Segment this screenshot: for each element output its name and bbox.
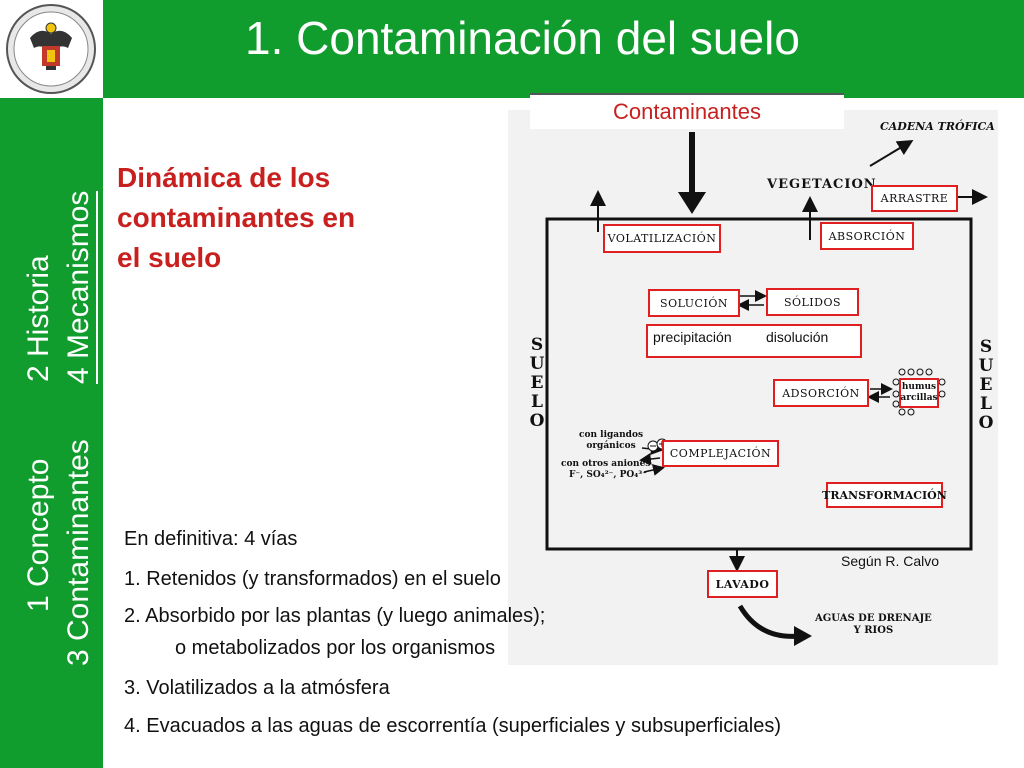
page-title: 1. Contaminación del suelo <box>245 12 800 64</box>
humus-label: humus <box>901 382 937 392</box>
arrastre-box: ARRASTRE <box>871 185 958 212</box>
complejacion-box: COMPLEJACIÓN <box>662 440 779 467</box>
volatilizacion-box: VOLATILIZACIÓN <box>603 224 721 253</box>
arcillas-label: arcillas <box>900 393 938 403</box>
section-heading: Dinámica de los contaminantes en el suel… <box>117 158 355 278</box>
aniones-label: con otros aniones F⁻, SO₄²⁻, PO₄³⁻ <box>561 459 650 481</box>
heading-line-2: contaminantes en <box>117 202 356 233</box>
list-item-2-continuation: o metabolizados por los organismos <box>175 637 496 659</box>
adsorcion-box: ADSORCIÓN <box>773 379 869 407</box>
ligandos-line-2: orgánicos <box>586 441 636 451</box>
precipitacion-label: precipitación <box>653 329 732 345</box>
contaminants-label-box: Contaminantes <box>530 93 844 129</box>
disolucion-label: disolución <box>766 329 829 345</box>
vegetacion-label: VEGETACION <box>767 177 877 192</box>
absorcion-box: ABSORCIÓN <box>820 222 914 250</box>
aniones-line-1: con otros aniones <box>561 459 651 469</box>
suelo-right-label: SUELO <box>978 337 994 433</box>
ligandos-line-1: con ligandos <box>579 430 644 440</box>
solucion-box: SOLUCIÓN <box>648 289 740 317</box>
list-item-4: 4. Evacuados a las aguas de escorrentía … <box>124 715 782 737</box>
humus-arcillas-box: humus arcillas <box>899 378 939 408</box>
suelo-left-label: SUELO <box>529 335 545 431</box>
aguas-line-2: Y RIOS <box>853 625 894 636</box>
lavado-box: LAVADO <box>707 570 778 598</box>
logo <box>0 0 103 98</box>
list-intro: En definitiva: 4 vías <box>124 528 298 550</box>
aguas-line-1: AGUAS DE DRENAJE <box>815 613 932 624</box>
aguas-label: AGUAS DE DRENAJE Y RIOS <box>815 613 932 637</box>
ligandos-label: con ligandos orgánicos <box>579 430 643 452</box>
cadena-trofica-label: CADENA TRÓFICA <box>880 120 995 133</box>
heading-line-3: el suelo <box>117 242 222 273</box>
transformacion-box: TRANSFORMACIÓN <box>822 482 947 508</box>
solidos-box: SÓLIDOS <box>766 288 859 316</box>
precipitacion-disolucion-box: precipitación disolución <box>646 324 862 358</box>
source-credit: Según R. Calvo <box>841 553 940 569</box>
contaminants-label: Contaminantes <box>613 99 761 124</box>
university-crest-icon <box>6 4 96 94</box>
header-bar <box>0 0 1024 98</box>
sidebar <box>0 98 103 768</box>
soil-frame <box>545 217 973 551</box>
list-item-2: 2. Absorbido por las plantas (y luego an… <box>124 605 546 627</box>
list-item-1: 1. Retenidos (y transformados) en el sue… <box>124 568 501 590</box>
list-item-3: 3. Volatilizados a la atmósfera <box>124 677 390 699</box>
aniones-line-2: F⁻, SO₄²⁻, PO₄³⁻ <box>569 470 647 480</box>
heading-line-1: Dinámica de los <box>117 162 331 193</box>
